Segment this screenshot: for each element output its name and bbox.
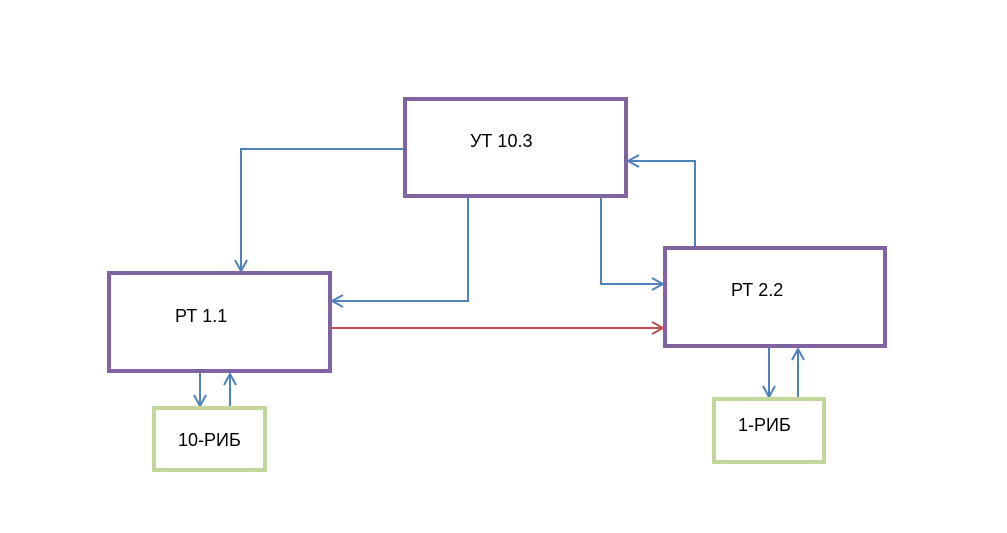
node-rib1[interactable]: 1-РИБ <box>712 397 826 464</box>
node-label: РТ 2.2 <box>731 280 784 300</box>
node-rt22[interactable]: РТ 2.2 <box>663 246 887 348</box>
edge-ut103-to-rt22 <box>540 196 663 284</box>
node-rib10[interactable]: 10-РИБ <box>152 406 267 472</box>
node-label: 10-РИБ <box>178 430 241 450</box>
edge-ut103-to-rt11-side <box>332 198 469 301</box>
node-label: УТ 10.3 <box>470 131 533 151</box>
node-rt11[interactable]: РТ 1.1 <box>107 271 332 373</box>
node-label: 1-РИБ <box>738 415 791 435</box>
edge-rt22-to-ut103 <box>628 161 764 248</box>
edge-ut103-to-rt11-top <box>241 148 405 271</box>
node-ut103[interactable]: УТ 10.3 <box>403 97 628 198</box>
node-label: РТ 1.1 <box>175 306 228 326</box>
